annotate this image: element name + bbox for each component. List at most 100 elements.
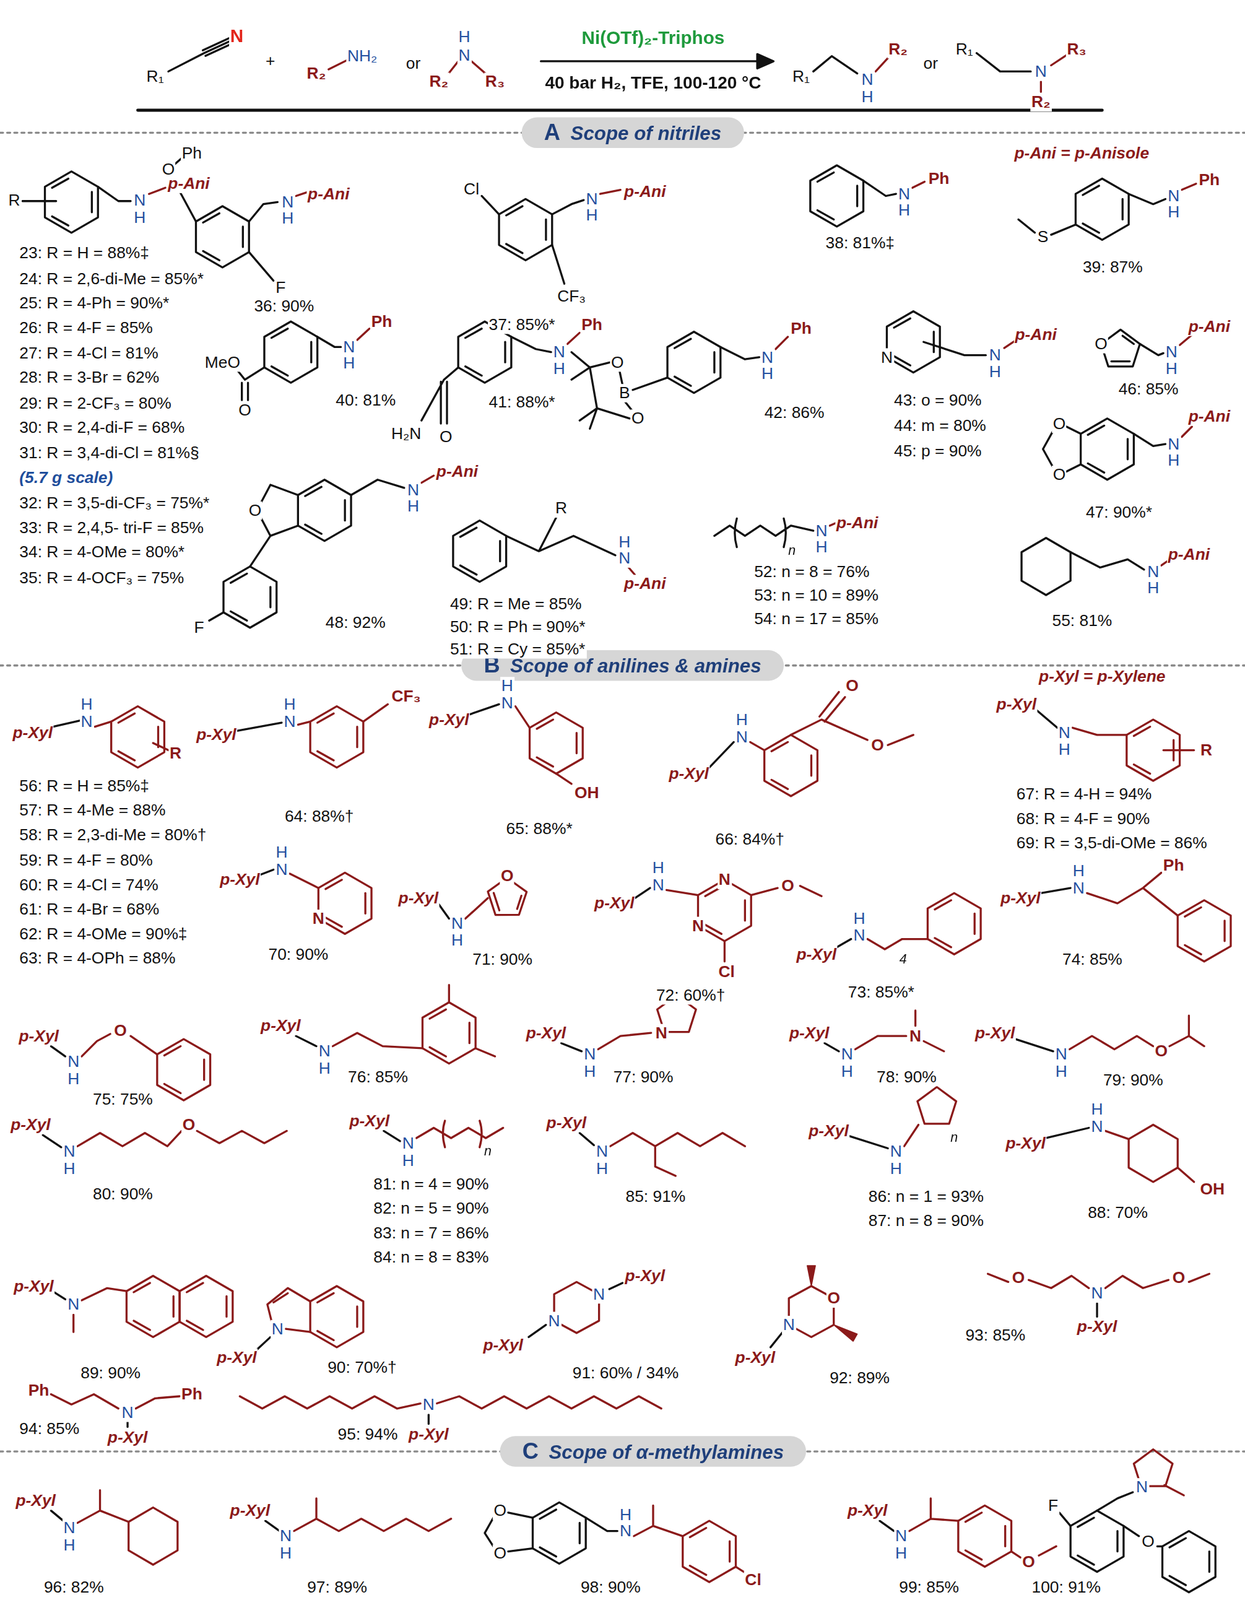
bond-line xyxy=(1087,872,1179,916)
substituent-label: p-Xyl xyxy=(216,1348,259,1367)
compound-caption: 52: n = 8 = 76% xyxy=(753,562,872,581)
compound-caption: 85: 91% xyxy=(624,1186,687,1205)
substituent-label: p-Xyl xyxy=(106,1427,149,1446)
catalyst-label: Ni(OTf)₂-Triphos xyxy=(580,28,726,49)
nitrogen-label: N xyxy=(1166,186,1180,205)
substituent-label: O xyxy=(845,676,860,695)
atom-label: O xyxy=(1140,1532,1156,1551)
bond-line xyxy=(506,517,616,556)
bond-line xyxy=(469,703,499,714)
nitrogen-label: H xyxy=(317,1059,332,1078)
compound-caption: 69: R = 3,5-di-OMe = 86% xyxy=(1015,833,1208,852)
substituent-label: p-Ani = p-Anisole xyxy=(1013,144,1151,163)
atom-label: O xyxy=(1051,465,1067,484)
compound-caption: 54: n = 17 = 85% xyxy=(753,609,880,628)
nitrogen-label: N xyxy=(781,1315,796,1334)
substituent-label: p-Xyl xyxy=(795,945,838,964)
substituent-label: p-Xyl xyxy=(348,1111,391,1130)
ring-symbol xyxy=(1177,900,1231,962)
nitrogen-label: N xyxy=(1134,1477,1149,1496)
nitrogen-label: H xyxy=(278,1544,293,1562)
nitrogen-label: H xyxy=(852,909,867,928)
nitrogen-label: N xyxy=(893,1526,908,1545)
compound-caption: 45: p = 90% xyxy=(892,442,983,460)
nitrogen-label: N xyxy=(814,521,829,540)
bond-line xyxy=(73,1287,127,1332)
compound-caption: 25: R = 4-Ph = 90%* xyxy=(18,294,171,313)
ring-outline xyxy=(833,1324,858,1341)
nitrogen-label: NH₂ xyxy=(346,47,379,66)
atom-label: R xyxy=(7,191,22,210)
nitrogen-label: H xyxy=(893,1544,908,1562)
compound-caption: 82: n = 5 = 90% xyxy=(372,1199,491,1218)
substituent-label: p-Xyl = p-Xylene xyxy=(1037,667,1167,686)
bond-line xyxy=(168,37,233,72)
bond-line xyxy=(750,692,914,751)
nitrogen-label: H xyxy=(552,359,566,378)
ring-symbol xyxy=(886,311,940,373)
bond-line xyxy=(1105,1130,1194,1182)
compound-caption: 95: 94% xyxy=(336,1425,399,1444)
bond-line xyxy=(837,939,852,948)
bond-line xyxy=(813,53,1031,74)
substituent-label: O xyxy=(870,736,886,755)
substituent-label: p-Xyl xyxy=(734,1348,777,1367)
bond-line xyxy=(848,1136,888,1149)
compound-caption: 94: 85% xyxy=(18,1419,81,1438)
bond-line xyxy=(633,1505,748,1574)
atom-label: O xyxy=(609,353,625,372)
section-title: Scope of anilines & amines xyxy=(510,655,762,678)
nitrogen-label: N xyxy=(617,549,632,568)
nitrogen-label: N xyxy=(840,1045,854,1063)
bond-line xyxy=(289,873,319,888)
compound-caption: 84: n = 8 = 83% xyxy=(372,1248,491,1267)
substituent-label: p-Xyl xyxy=(482,1336,525,1354)
nitrogen-label: N xyxy=(500,694,514,712)
atom-label: S xyxy=(1036,227,1050,246)
bond-line xyxy=(775,336,789,350)
ring-symbol xyxy=(126,1275,180,1338)
compound-caption: 91: 60% / 34% xyxy=(571,1363,680,1382)
bond-line xyxy=(824,1043,839,1052)
nitrogen-label: H xyxy=(889,1159,903,1178)
nitrogen-label: H xyxy=(401,1151,415,1170)
bond-line xyxy=(515,706,572,784)
nitrogen-label: H xyxy=(897,201,911,220)
substituent-label: p-Xyl xyxy=(545,1113,588,1132)
substituent-label: N xyxy=(690,916,705,935)
substituent-label: p-Xyl xyxy=(427,710,470,729)
bond-line xyxy=(421,475,434,483)
nitrogen-label: H xyxy=(1166,451,1180,470)
nitrogen-label: N xyxy=(66,1052,81,1071)
bond-line xyxy=(94,721,169,750)
compound-caption: 40: 81% xyxy=(334,391,397,410)
bond-line xyxy=(628,567,635,576)
compound-caption: 79: 90% xyxy=(1101,1071,1164,1089)
nitrogen-label: N xyxy=(457,46,472,65)
nitrogen-label: N xyxy=(401,1134,415,1153)
bond-line xyxy=(53,1292,66,1300)
ring-symbol xyxy=(1128,1124,1178,1182)
bond-line xyxy=(903,1124,919,1147)
substituent-label: p-Xyl xyxy=(593,893,636,912)
nitrogen-label: N xyxy=(1166,435,1180,454)
nitrogen-label: N xyxy=(62,1142,77,1161)
bond-line xyxy=(1139,344,1164,356)
substituent-label: p-Xyl xyxy=(229,1501,272,1520)
compound-caption: 89: 90% xyxy=(79,1363,142,1382)
nitrogen-label: N xyxy=(760,347,774,366)
atom-label: O xyxy=(1093,334,1109,353)
compound-caption: 26: R = 4-F = 85% xyxy=(18,318,155,337)
nitrogen-label: H xyxy=(457,27,472,46)
nitrogen-label: N xyxy=(1071,879,1086,898)
compound-caption: 27: R = 4-Cl = 81% xyxy=(18,344,160,363)
compound-caption: 64: 88%† xyxy=(283,807,355,826)
ring-symbol xyxy=(1070,1510,1124,1572)
substituent-label: Cl xyxy=(717,962,737,981)
ring-symbol xyxy=(264,321,318,383)
nitrogen-label: N xyxy=(278,1526,293,1545)
bond-line xyxy=(567,332,581,344)
bond-line xyxy=(427,1414,430,1424)
bond-line xyxy=(77,1490,129,1523)
atom-label: Ph xyxy=(180,144,204,163)
